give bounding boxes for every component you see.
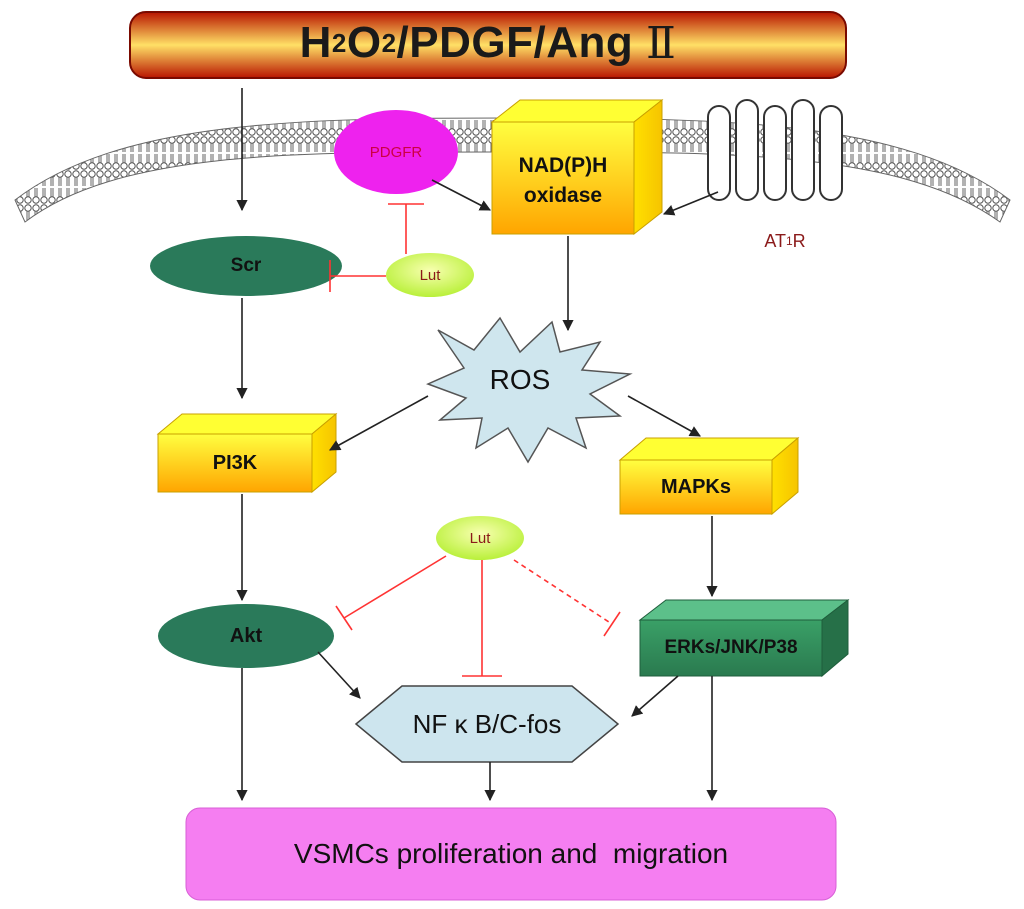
arrow-at1r-to-nadph xyxy=(662,191,719,216)
lut-middle-label: Lut xyxy=(469,529,491,547)
scr-label: Scr xyxy=(230,255,262,276)
arrow-erks-to-nfkb xyxy=(631,675,679,717)
scr-node xyxy=(150,236,342,296)
ros-burst xyxy=(426,316,633,464)
cell-membrane xyxy=(14,117,1011,223)
akt-node xyxy=(158,604,334,668)
pi3k-label: PI3K xyxy=(212,451,258,474)
outcome-label: VSMCs proliferation and migration xyxy=(293,838,729,869)
activation-arrows xyxy=(236,88,719,802)
arrow-pdgfr-to-nadph xyxy=(431,179,491,211)
lut-middle-node xyxy=(436,516,524,560)
nfkb-hexagon xyxy=(354,685,620,763)
erks-label: ERKs/JNK/P38 xyxy=(664,637,798,658)
arrow-ros-to-pi3k xyxy=(329,395,429,451)
inhibit-lut-to-erks-dashed xyxy=(513,559,613,625)
pi3k-box xyxy=(156,412,338,494)
title-bar xyxy=(129,11,847,79)
mapks-box xyxy=(618,436,800,516)
outcome-box xyxy=(185,807,837,901)
mapks-label: MAPKs xyxy=(660,475,731,498)
arrow-akt-to-nfkb xyxy=(317,651,361,699)
nadph-oxidase-box xyxy=(490,98,664,236)
at1r-receptor xyxy=(707,99,843,201)
erks-box xyxy=(638,598,850,678)
ros-label: ROS xyxy=(489,364,551,395)
nadph-label-line2: oxidase xyxy=(523,184,603,207)
akt-label: Akt xyxy=(229,624,263,647)
lut-top-label: Lut xyxy=(419,266,441,284)
inhibit-lut-to-akt xyxy=(343,555,447,619)
arrow-ros-to-mapks xyxy=(627,395,701,437)
inhibition-lines xyxy=(329,203,621,677)
lut-top-node xyxy=(386,253,474,297)
nadph-label-line1: NAD(P)H xyxy=(518,154,608,177)
pdgfr-label: PDGFR xyxy=(369,143,423,161)
nfkb-label: NF κ B/C-fos xyxy=(412,708,562,739)
pdgfr-node xyxy=(334,110,458,194)
